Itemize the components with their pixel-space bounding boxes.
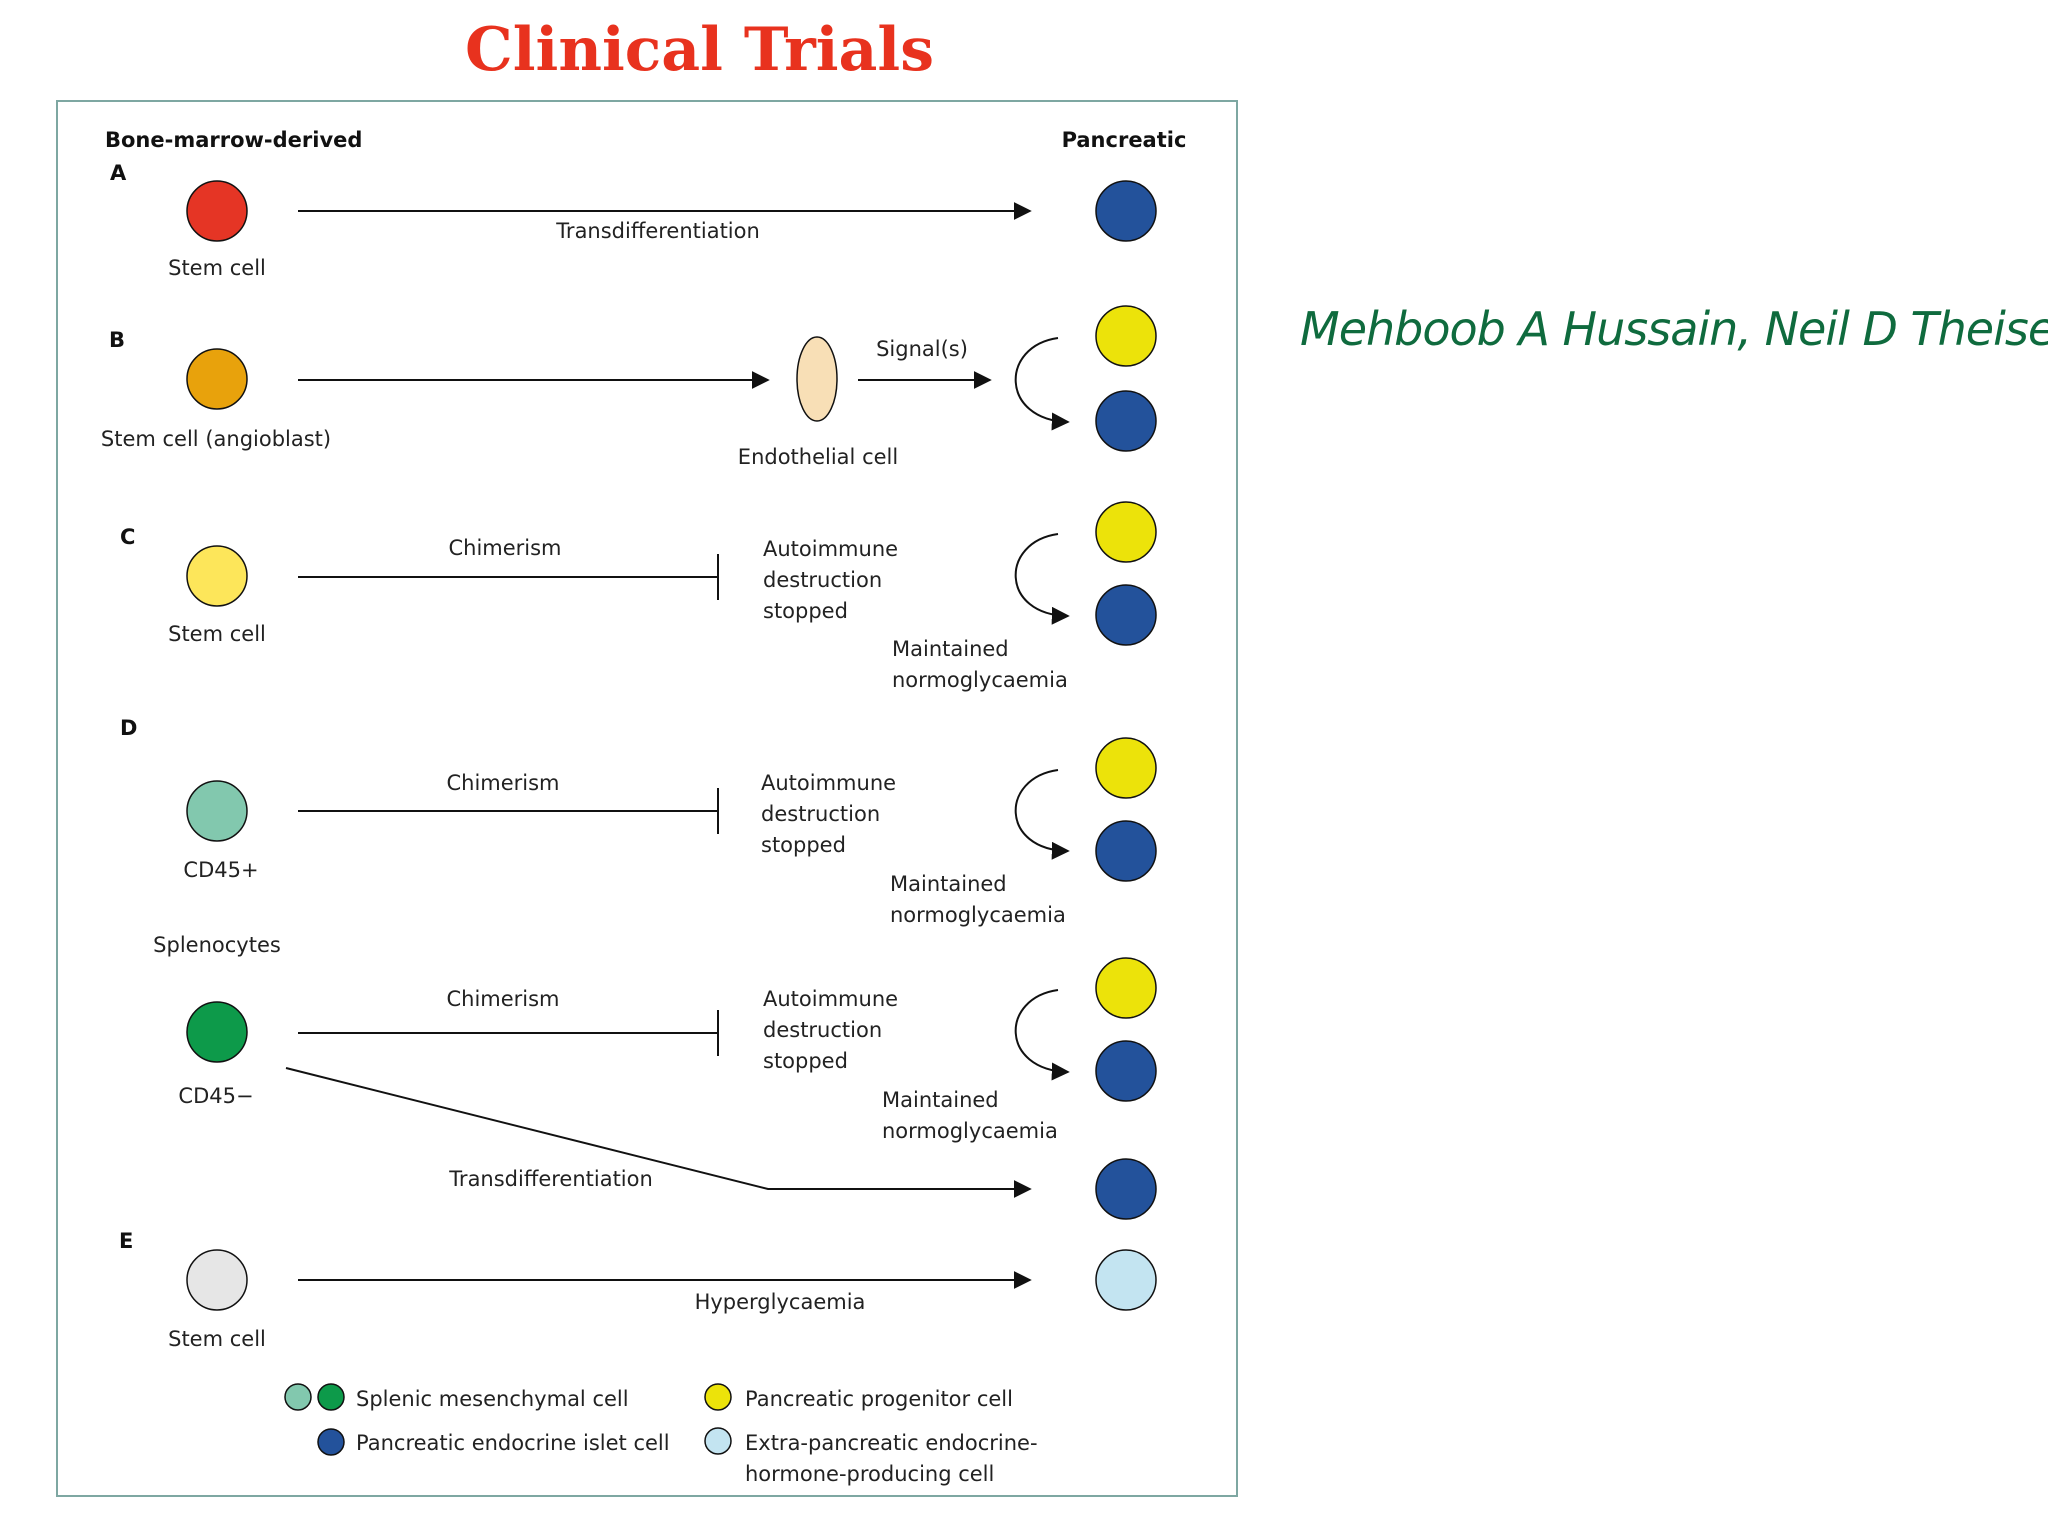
signal-label: Signal(s) — [876, 337, 968, 361]
curved-arrow-c — [1014, 533, 1070, 625]
curved-arrow-d-upper — [1014, 769, 1070, 860]
chimerism-d-upper-label: Chimerism — [446, 771, 559, 795]
legend-cd45-positive-swatch — [284, 1383, 312, 1411]
result-d-upper-line-2: normoglycaemia — [890, 903, 1066, 927]
block-d-upper-line-3: stopped — [761, 833, 846, 857]
extra-pancreatic-cell-e — [1095, 1249, 1157, 1311]
cd45-positive-cell — [186, 780, 248, 842]
result-d-lower-line-1: Maintained — [882, 1088, 999, 1112]
chimerism-c-label: Chimerism — [448, 536, 561, 560]
page-title: Clinical Trials — [465, 15, 934, 85]
progenitor-cell-c — [1095, 501, 1157, 563]
block-d-lower-line-3: stopped — [763, 1049, 848, 1073]
legend-progenitor-swatch — [704, 1383, 732, 1411]
islet-cell-a — [1095, 180, 1157, 242]
result-d-upper-line-1: Maintained — [890, 872, 1007, 896]
legend-extra-line-2: hormone-producing cell — [745, 1462, 994, 1486]
curved-arrow-d-lower — [1014, 989, 1070, 1081]
arrow-a-label: Transdifferentiation — [555, 219, 760, 243]
header-pancreatic: Pancreatic — [1062, 128, 1187, 152]
panel-a-letter: A — [110, 161, 127, 185]
block-d-lower-line-2: destruction — [763, 1018, 882, 1042]
panel-c-letter: C — [120, 525, 135, 549]
stem-cell-b-label: Stem cell (angioblast) — [101, 427, 331, 451]
authors-text: Mehboob A Hussain, Neil D Theise — [1300, 302, 2048, 356]
stem-cell-c-label: Stem cell — [168, 622, 266, 646]
hyperglycaemia-label: Hyperglycaemia — [695, 1290, 866, 1314]
progenitor-cell-d-lower — [1095, 957, 1157, 1019]
islet-cell-b — [1095, 390, 1157, 452]
legend-progenitor-label: Pancreatic progenitor cell — [745, 1387, 1013, 1411]
block-c-line-1: Autoimmune — [763, 537, 898, 561]
islet-cell-d-lower — [1095, 1040, 1157, 1102]
block-d-lower-line-1: Autoimmune — [763, 987, 898, 1011]
block-c-line-3: stopped — [763, 599, 848, 623]
panel-b-letter: B — [109, 328, 125, 352]
result-c-line-2: normoglycaemia — [892, 668, 1068, 692]
panel-d-letter: D — [120, 716, 137, 740]
islet-cell-d-upper — [1095, 820, 1157, 882]
cd45-negative-cell — [186, 1001, 248, 1063]
stem-cell-b — [186, 348, 248, 410]
chimerism-d-lower-label: Chimerism — [446, 987, 559, 1011]
trans-arrow-d — [285, 1067, 1032, 1198]
splenocytes-label: Splenocytes — [153, 933, 281, 957]
stem-cell-a — [186, 180, 248, 242]
legend-extra-swatch — [704, 1427, 732, 1455]
endothelial-cell — [796, 336, 838, 422]
legend-extra-line-1: Extra-pancreatic endocrine- — [745, 1431, 1038, 1455]
legend-splenic-label: Splenic mesenchymal cell — [356, 1387, 629, 1411]
block-c-line-2: destruction — [763, 568, 882, 592]
progenitor-cell-d-upper — [1095, 737, 1157, 799]
trans-d-label: Transdifferentiation — [448, 1167, 653, 1191]
curved-arrow-b — [1014, 337, 1070, 431]
cd45-positive-label: CD45+ — [183, 858, 258, 882]
stem-cell-e — [186, 1249, 248, 1311]
progenitor-cell-b — [1095, 305, 1157, 367]
legend-islet-swatch — [317, 1428, 345, 1456]
stem-cell-a-label: Stem cell — [168, 256, 266, 280]
islet-cell-c — [1095, 584, 1157, 646]
block-d-upper-line-1: Autoimmune — [761, 771, 896, 795]
islet-cell-d-trans — [1095, 1158, 1157, 1220]
header-bone-marrow: Bone-marrow-derived — [105, 128, 362, 152]
result-d-lower-line-2: normoglycaemia — [882, 1119, 1058, 1143]
panel-e-letter: E — [119, 1229, 133, 1253]
block-d-upper-line-2: destruction — [761, 802, 880, 826]
cd45-negative-label: CD45− — [178, 1084, 253, 1108]
legend-cd45-negative-swatch — [317, 1383, 345, 1411]
legend-islet-label: Pancreatic endocrine islet cell — [356, 1431, 670, 1455]
stem-cell-c — [186, 545, 248, 607]
result-c-line-1: Maintained — [892, 637, 1009, 661]
endothelial-cell-label: Endothelial cell — [738, 445, 898, 469]
stem-cell-e-label: Stem cell — [168, 1327, 266, 1351]
diagram-frame — [56, 100, 1238, 1497]
